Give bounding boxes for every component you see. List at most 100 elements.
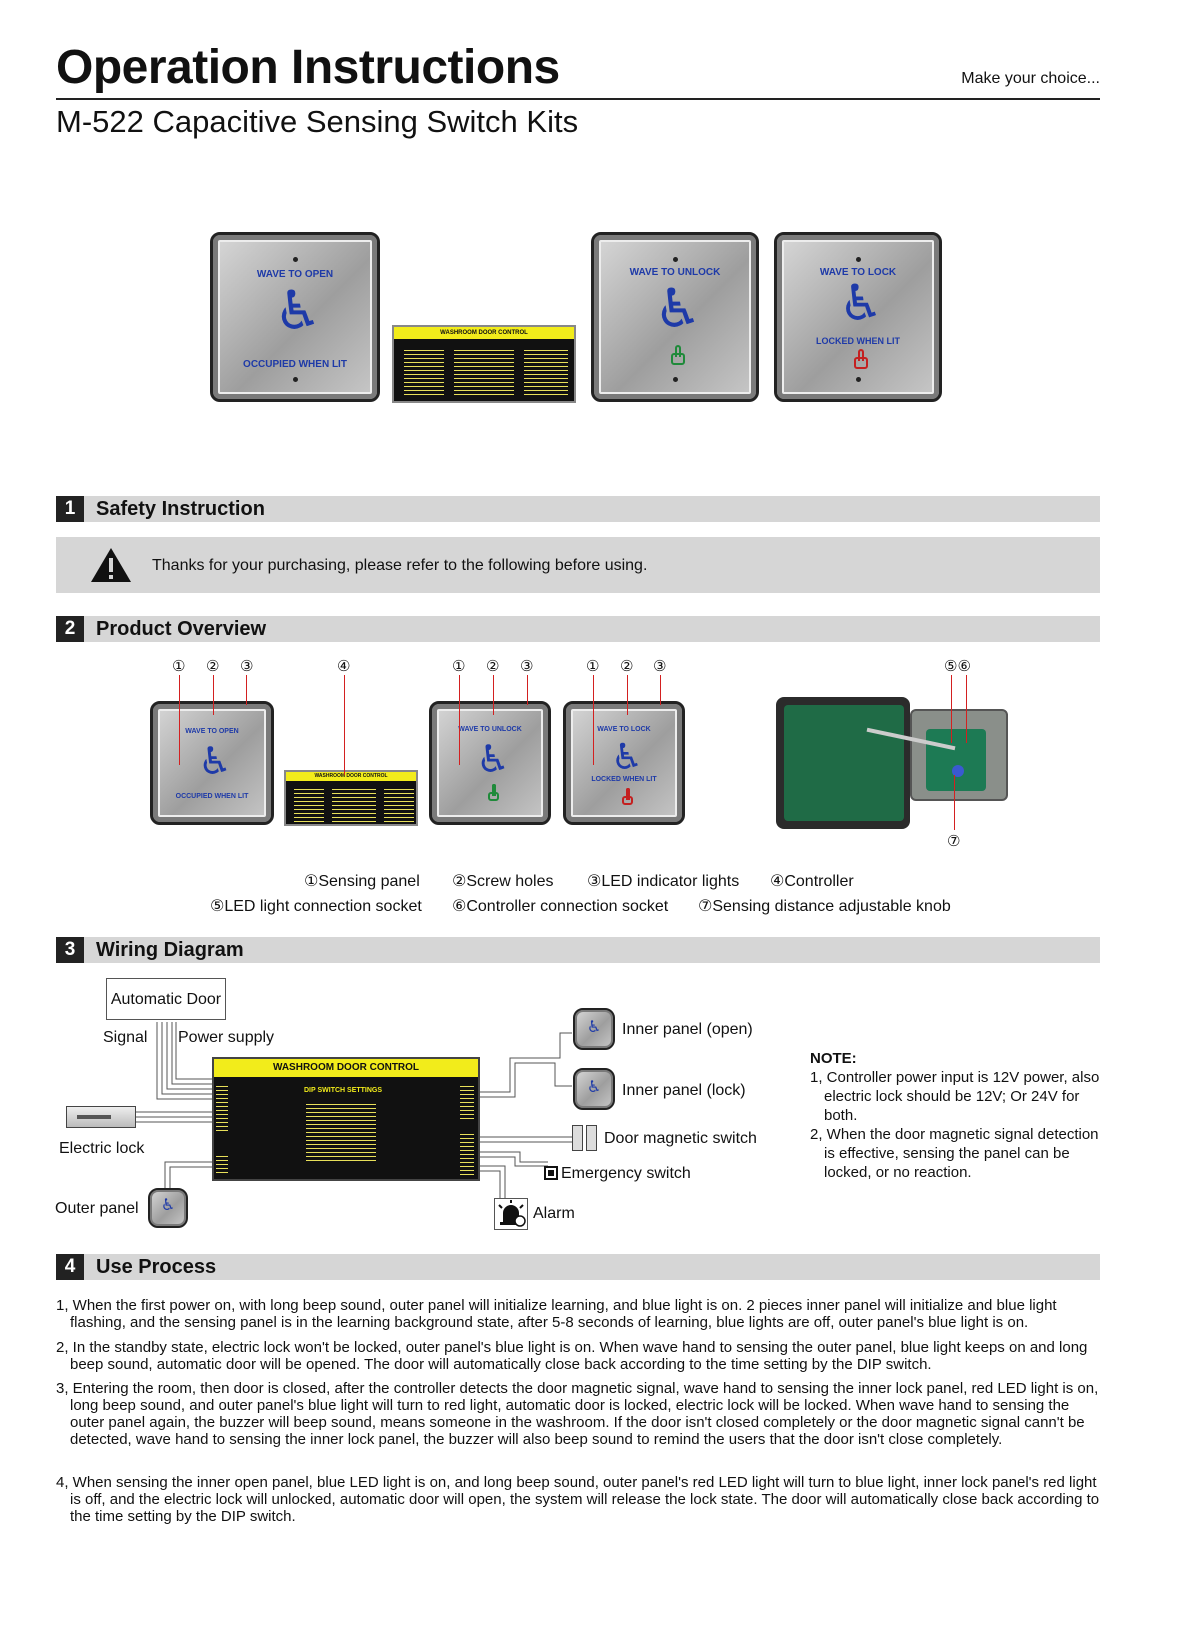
panel-text-top: WAVE TO UNLOCK — [629, 267, 721, 278]
use-process-step-2: 2, In the standby state, electric lock w… — [56, 1339, 1088, 1373]
note-2: 2, When the door magnetic signal detecti… — [810, 1126, 1099, 1181]
leader-line — [179, 675, 180, 765]
overview-panel-open: WAVE TO OPEN ♿ OCCUPIED WHEN LIT — [150, 701, 274, 825]
wheelchair-icon: ♿ — [197, 741, 233, 783]
emergency-label: Emergency switch — [561, 1165, 691, 1182]
leader-line — [493, 675, 494, 715]
legend-led-lights: ③LED indicator lights — [587, 873, 740, 890]
section-number: 3 — [56, 937, 84, 963]
controller-header: WASHROOM DOOR CONTROL — [214, 1059, 478, 1077]
marker-3: ③ — [240, 658, 254, 675]
green-lock-icon — [671, 345, 685, 365]
red-lock-icon — [854, 349, 868, 369]
leader-line — [593, 675, 594, 765]
alarm-icon — [494, 1198, 528, 1230]
overview-panel-unlock: WAVE TO UNLOCK ♿ — [429, 701, 551, 825]
section-number: 4 — [56, 1254, 84, 1280]
panel-text-top: WAVE TO LOCK — [597, 726, 651, 733]
marker-3: ③ — [653, 658, 667, 675]
note-1: 1, Controller power input is 12V power, … — [810, 1069, 1100, 1124]
header-divider — [56, 98, 1100, 100]
inner-lock-label: Inner panel (lock) — [622, 1082, 746, 1099]
marker-2: ② — [206, 658, 220, 675]
section-title: Product Overview — [96, 618, 267, 640]
panel-text-top: WAVE TO LOCK — [819, 267, 897, 278]
panel-text-top: WAVE TO OPEN — [185, 728, 239, 735]
panel-text-top: WAVE TO UNLOCK — [458, 726, 522, 733]
red-lock-icon — [622, 788, 633, 805]
leader-line — [527, 675, 528, 705]
panel-back-pcb — [776, 697, 1008, 829]
terminal-block — [384, 786, 414, 822]
panel-text-top: WAVE TO OPEN — [256, 269, 334, 280]
marker-1: ① — [172, 658, 186, 675]
marker-2: ② — [486, 658, 500, 675]
wheelchair-icon: ♿ — [838, 275, 884, 331]
use-process-step-1: 1, When the first power on, with long be… — [56, 1297, 1057, 1331]
inner-lock-panel-icon: ♿ — [573, 1068, 615, 1110]
dip-switch-block — [306, 1101, 376, 1163]
controller-header: WASHROOM DOOR CONTROL — [286, 772, 416, 781]
section-title: Safety Instruction — [96, 498, 265, 520]
wheelchair-icon: ♿ — [653, 279, 703, 339]
dip-switch-block — [454, 347, 514, 395]
wheelchair-icon: ♿ — [586, 1079, 602, 1096]
section-title: Wiring Diagram — [96, 939, 244, 961]
power-supply-label: Power supply — [178, 1029, 275, 1046]
screw-hole — [673, 377, 678, 382]
leader-line — [951, 675, 952, 743]
green-lock-icon — [488, 784, 499, 801]
marker-5-6: ⑤⑥ — [944, 658, 971, 675]
leader-line — [459, 675, 460, 765]
warning-icon — [91, 548, 131, 582]
legend-screw-holes: ②Screw holes — [452, 873, 554, 890]
leader-line — [627, 675, 628, 715]
screw-hole — [856, 377, 861, 382]
note-title: NOTE: — [810, 1050, 857, 1067]
leader-line — [246, 675, 247, 705]
panel-text-bottom: LOCKED WHEN LIT — [591, 776, 657, 783]
terminal-block — [524, 347, 568, 397]
legend-distance-knob: ⑦Sensing distance adjustable knob — [698, 898, 951, 915]
wheelchair-icon: ♿ — [586, 1019, 602, 1036]
terminal-block-right — [460, 1083, 474, 1119]
overview-controller: WASHROOM DOOR CONTROL — [284, 770, 418, 826]
alarm-label: Alarm — [533, 1205, 575, 1222]
legend-controller: ④Controller — [770, 873, 854, 890]
hero-panel-unlock: WAVE TO UNLOCK ♿ — [591, 232, 759, 402]
page-subtitle: M-522 Capacitive Sensing Switch Kits — [56, 104, 579, 139]
overview-panel-lock: WAVE TO LOCK ♿ LOCKED WHEN LIT — [563, 701, 685, 825]
marker-2: ② — [620, 658, 634, 675]
door-magnetic-label: Door magnetic switch — [604, 1130, 757, 1147]
terminal-block-io — [460, 1131, 474, 1175]
use-process-step-3: 3, Entering the room, then door is close… — [56, 1380, 1099, 1448]
adjust-knob-icon — [952, 765, 964, 777]
dip-switch-block — [332, 786, 376, 822]
hero-panel-lock: WAVE TO LOCK ♿ LOCKED WHEN LIT — [774, 232, 942, 402]
controller-header: WASHROOM DOOR CONTROL — [394, 327, 574, 339]
electric-lock-label: Electric lock — [59, 1140, 145, 1157]
wiring-controller: WASHROOM DOOR CONTROL DIP SWITCH SETTING… — [212, 1057, 480, 1181]
marker-4: ④ — [337, 658, 351, 675]
safety-notice-box — [56, 537, 1100, 593]
marker-1: ① — [452, 658, 466, 675]
section-bar-safety: 1 Safety Instruction — [56, 496, 1100, 522]
wheelchair-icon: ♿ — [273, 281, 323, 341]
magnetic-switch-icon — [572, 1125, 598, 1151]
terminal-block — [404, 347, 444, 397]
panel-text-bottom: LOCKED WHEN LIT — [816, 336, 900, 346]
screw-hole — [293, 377, 298, 382]
signal-label: Signal — [103, 1029, 148, 1046]
leader-line — [213, 675, 214, 715]
dip-title: DIP SWITCH SETTINGS — [304, 1087, 383, 1094]
terminal-block-outer — [216, 1153, 228, 1173]
marker-1: ① — [586, 658, 600, 675]
page-title: Operation Instructions — [56, 41, 560, 94]
wheelchair-icon: ♿ — [610, 736, 644, 777]
leader-line — [344, 675, 345, 775]
screw-hole — [673, 257, 678, 262]
leader-line — [966, 675, 967, 743]
legend-led-socket: ⑤LED light connection socket — [210, 898, 422, 915]
inner-open-panel-icon: ♿ — [573, 1008, 615, 1050]
screw-hole — [856, 257, 861, 262]
